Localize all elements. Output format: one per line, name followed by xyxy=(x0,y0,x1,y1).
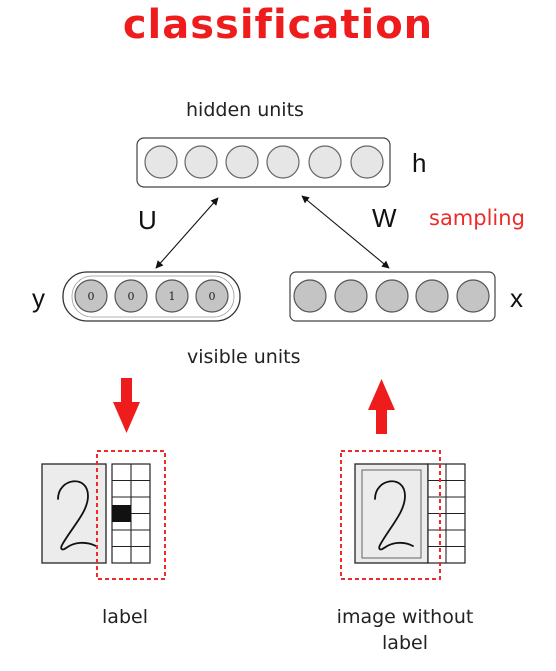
image-without-label-illustration xyxy=(340,450,466,580)
red-up-arrow-icon xyxy=(368,379,395,434)
image-selection-box xyxy=(340,450,441,580)
label-unit-value: 0 xyxy=(209,290,216,303)
hidden-unit xyxy=(144,145,178,179)
image-without-label-caption-line2: label xyxy=(382,632,428,654)
hidden-unit xyxy=(266,145,300,179)
u-connection-arrow xyxy=(155,197,219,269)
input-unit xyxy=(293,279,327,313)
input-unit xyxy=(415,279,449,313)
diagram-title: classification xyxy=(122,2,434,48)
label-illustration xyxy=(41,450,166,580)
w-connection-arrow xyxy=(301,195,390,269)
h-label: h xyxy=(412,148,427,178)
label-unit-value: 0 xyxy=(88,290,95,303)
active-label-cell xyxy=(112,505,131,522)
digit-two-glyph xyxy=(57,480,97,551)
x-label: x xyxy=(510,283,523,313)
red-down-arrow-icon xyxy=(113,378,140,433)
hidden-unit xyxy=(350,145,384,179)
input-unit xyxy=(334,279,368,313)
label-unit xyxy=(74,279,108,313)
image-without-label-caption-line1: image without xyxy=(336,606,474,628)
label-unit-value: 1 xyxy=(169,290,176,303)
digit-two-glyph xyxy=(374,480,414,551)
hidden-unit xyxy=(308,145,342,179)
label-unit xyxy=(195,279,229,313)
hidden-units-label: hidden units xyxy=(186,99,304,121)
label-caption: label xyxy=(102,606,148,628)
input-unit xyxy=(375,279,409,313)
sampling-label: sampling xyxy=(429,206,525,230)
visible-units-label: visible units xyxy=(187,346,301,368)
label-unit-value: 0 xyxy=(128,290,135,303)
input-unit xyxy=(456,279,490,313)
hidden-unit xyxy=(225,145,259,179)
hidden-units-layer xyxy=(136,137,391,188)
input-units-layer xyxy=(289,271,496,322)
label-units-layer: 0 0 1 0 xyxy=(62,271,241,322)
label-unit xyxy=(114,279,148,313)
y-label: y xyxy=(32,283,45,313)
hidden-unit xyxy=(184,145,218,179)
label-unit xyxy=(155,279,189,313)
u-weight-label: U xyxy=(138,205,157,235)
